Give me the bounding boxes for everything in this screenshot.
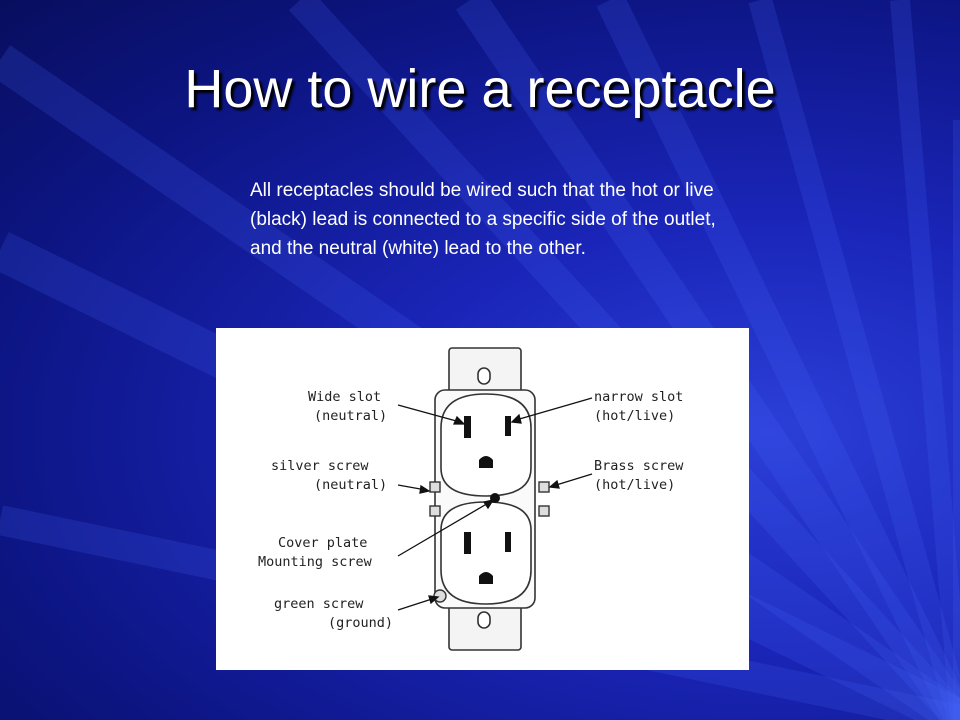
leader-narrow-slot	[515, 397, 593, 421]
bottom-narrow-slot	[505, 532, 511, 552]
label-narrow-slot: narrow slot	[594, 389, 683, 405]
leader-brass-screw	[552, 473, 593, 487]
label-green-screw: green screw	[274, 596, 364, 612]
label-brass-screw: Brass screw	[594, 458, 684, 474]
leader-cover-plate	[397, 501, 491, 557]
top-narrow-slot	[505, 416, 511, 436]
top-outlet-face	[440, 393, 532, 497]
bottom-strap-slot	[477, 611, 491, 629]
brass-screw-top	[538, 481, 550, 493]
label-wide-slot: Wide slot	[308, 389, 381, 405]
label-green-screw-sub: (ground)	[328, 615, 393, 631]
top-ground-slot	[479, 456, 493, 468]
label-cover-plate: Cover plate	[278, 535, 367, 551]
label-wide-slot-sub: (neutral)	[314, 408, 387, 424]
bottom-wide-slot	[464, 532, 471, 554]
slide-body-text: All receptacles should be wired such tha…	[250, 180, 716, 259]
label-mounting-screw: Mounting screw	[258, 554, 373, 570]
top-strap-slot	[477, 367, 491, 385]
label-brass-screw-sub: (hot/live)	[594, 477, 675, 493]
label-silver-screw-sub: (neutral)	[314, 477, 387, 493]
slide-title: How to wire a receptacle	[184, 59, 776, 119]
silver-screw-bottom	[429, 505, 441, 517]
silver-screw-top	[429, 481, 441, 493]
receptacle-diagram: Wide slot (neutral) narrow slot (hot/liv…	[216, 328, 749, 670]
label-narrow-slot-sub: (hot/live)	[594, 408, 675, 424]
top-wide-slot	[464, 416, 471, 438]
leader-wide-slot	[397, 404, 461, 423]
bottom-outlet-face	[440, 501, 532, 605]
green-screw	[433, 589, 447, 603]
bottom-ground-slot	[479, 572, 493, 584]
brass-screw-bottom	[538, 505, 550, 517]
leader-green-screw	[397, 597, 436, 611]
label-silver-screw: silver screw	[271, 458, 369, 474]
